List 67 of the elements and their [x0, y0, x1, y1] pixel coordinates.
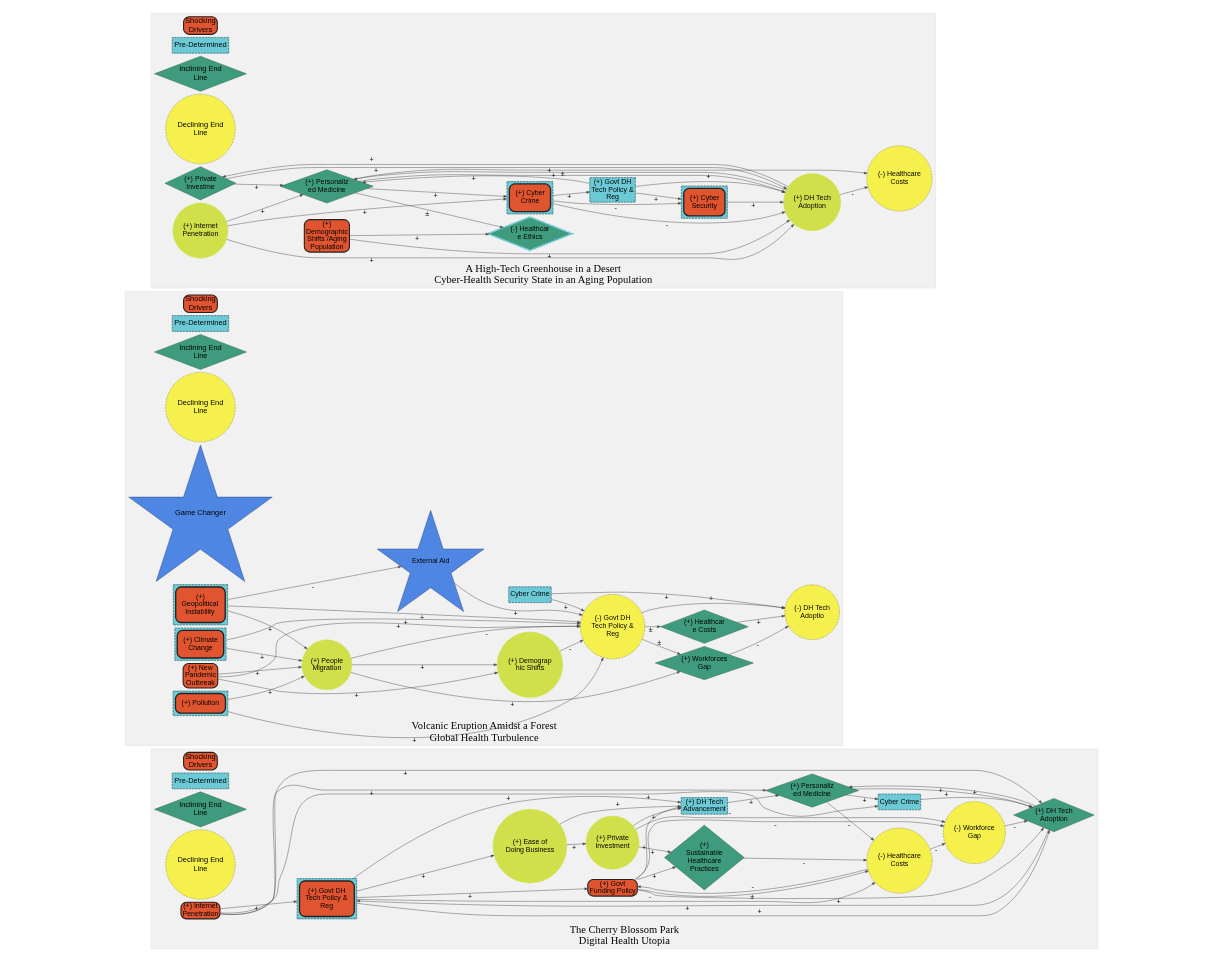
- arrow: [846, 794, 879, 801]
- arrow: [356, 887, 588, 898]
- arrow: [728, 625, 789, 655]
- arrow: [552, 203, 786, 224]
- arrow: [353, 169, 868, 180]
- node-diamond: Inclining End Line: [154, 791, 247, 828]
- arrow: [217, 665, 303, 675]
- arrow: [826, 801, 875, 841]
- arrow: [929, 843, 946, 850]
- node-box: Shocking Drivers: [183, 751, 218, 771]
- node-box: Pre-Determined: [171, 772, 230, 790]
- arrow: [227, 657, 604, 738]
- arrow: [642, 639, 681, 655]
- arrow: [349, 219, 791, 255]
- arrow: [227, 610, 308, 650]
- node-diamond: Inclining End Line: [154, 334, 247, 370]
- arrow: [743, 857, 867, 862]
- arrow: [351, 663, 498, 667]
- arrow: [362, 175, 590, 184]
- node-box: Shocking Drivers: [183, 294, 218, 314]
- arrow: [736, 614, 786, 623]
- node-box: Pre-Determined: [171, 315, 230, 332]
- arrow: [566, 842, 587, 846]
- arrow: [551, 591, 786, 609]
- arrow: [552, 200, 682, 205]
- arrow: [635, 181, 786, 193]
- arrow: [839, 186, 869, 195]
- arrow: [727, 200, 784, 204]
- arrow: [359, 174, 786, 193]
- arrow: [641, 603, 786, 613]
- arrow: [226, 223, 795, 260]
- arrow: [225, 648, 303, 662]
- arrow: [637, 827, 1044, 899]
- arrow: [227, 675, 305, 700]
- arrow: [356, 882, 876, 903]
- arrow: [349, 232, 490, 236]
- node-circle: Declining End Line: [165, 829, 236, 900]
- arrow: [454, 582, 583, 616]
- arrow: [219, 900, 298, 909]
- arrow: [727, 794, 779, 803]
- node-box: Pre-Determined: [171, 37, 230, 54]
- node-circle: Declining End Line: [165, 94, 236, 164]
- arrow: [219, 791, 879, 914]
- node-diamond: Inclining End Line: [154, 56, 247, 92]
- arrow: [635, 816, 946, 830]
- arrow: [637, 866, 676, 880]
- arrow: [1004, 820, 1028, 827]
- arrow: [227, 565, 402, 600]
- arrow: [644, 625, 661, 628]
- arrow: [552, 191, 590, 196]
- arrow: [366, 188, 508, 198]
- arrow: [634, 819, 945, 880]
- arrow: [355, 192, 504, 229]
- arrow: [551, 599, 585, 612]
- arrow: [226, 194, 304, 222]
- node-box: Shocking Drivers: [183, 16, 218, 35]
- arrow: [559, 639, 584, 652]
- arrow: [638, 846, 672, 853]
- arrow: [350, 671, 681, 702]
- arrow: [234, 183, 284, 187]
- arrow: [635, 192, 682, 200]
- arrow: [227, 605, 581, 624]
- node-circle: Declining End Line: [165, 372, 236, 443]
- arrow: [227, 197, 507, 226]
- arrow: [356, 854, 495, 892]
- arrow: [353, 171, 787, 191]
- arrow: [217, 671, 499, 694]
